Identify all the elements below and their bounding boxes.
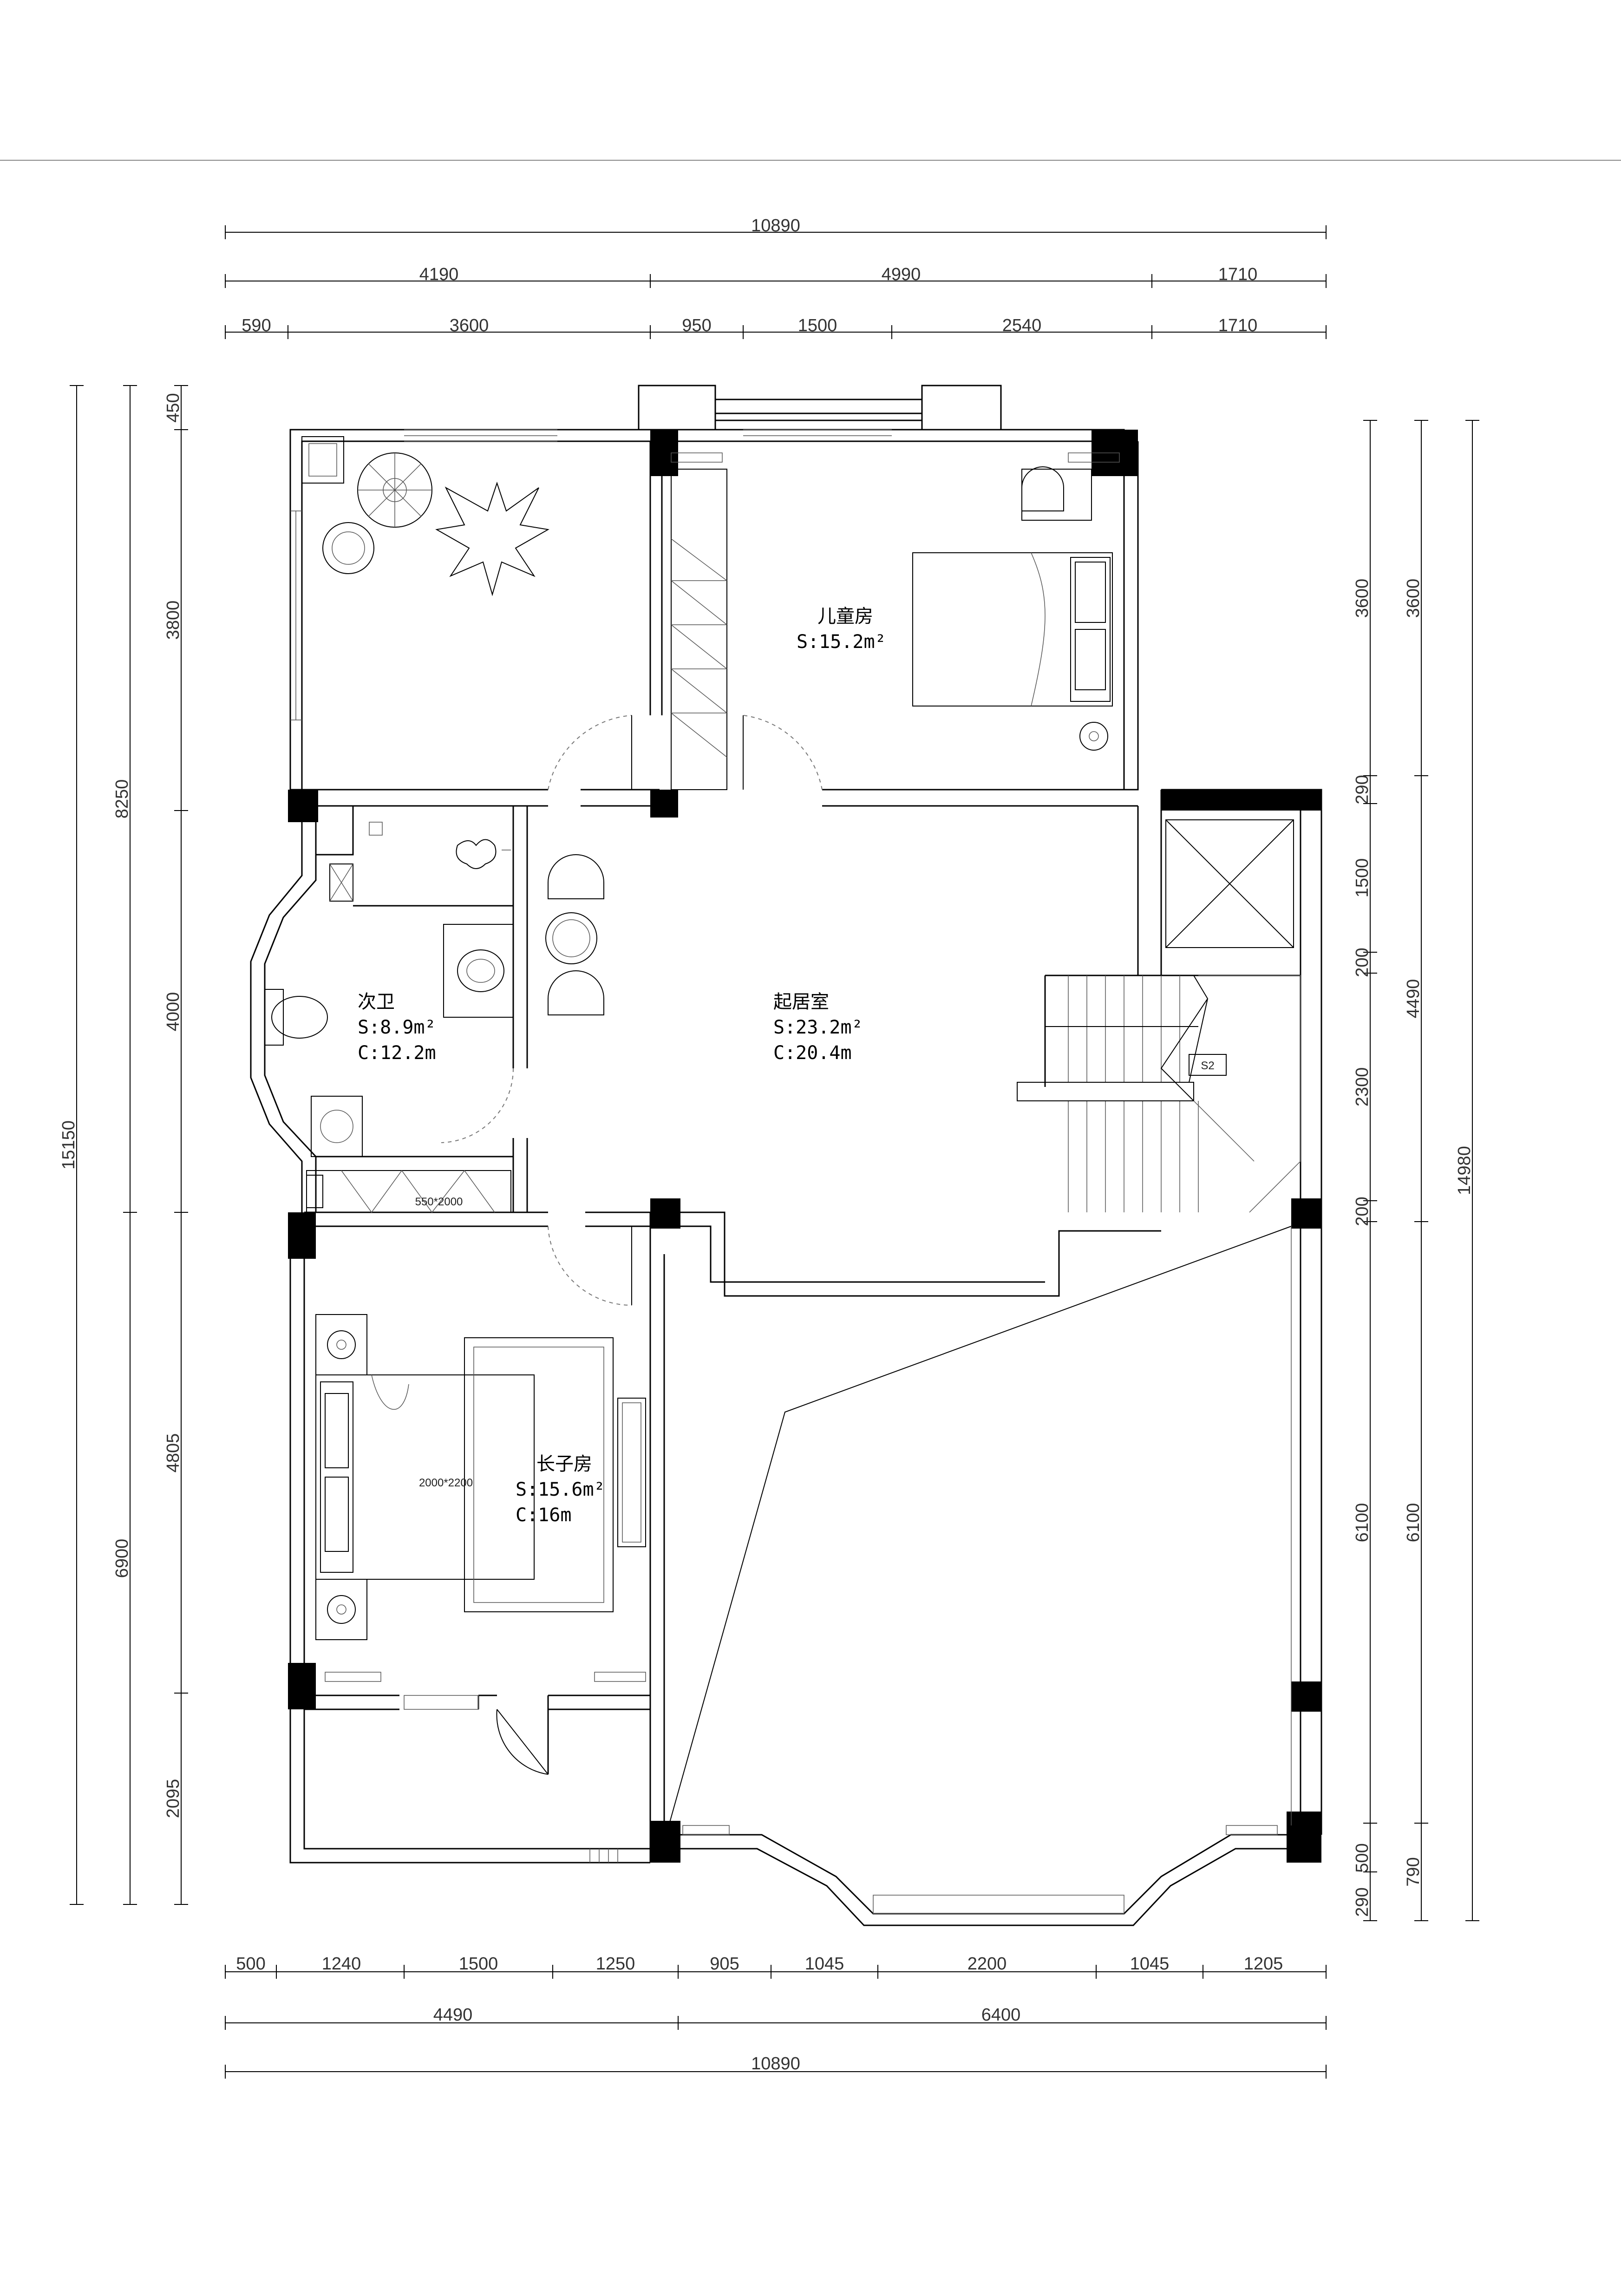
dim-top-detail-6: 1710 bbox=[1218, 316, 1258, 335]
dim-bottom-detail-7: 2200 bbox=[967, 1954, 1007, 1974]
armchair-icon-2 bbox=[548, 970, 604, 1015]
dim-right-detail-1: 3600 bbox=[1353, 579, 1372, 618]
bathroom-fixtures bbox=[264, 822, 514, 1213]
shower-icon bbox=[456, 839, 497, 869]
dim-bottom-detail-3: 1500 bbox=[459, 1954, 498, 1974]
dim-top-total: 10890 bbox=[751, 216, 800, 235]
eldest-room-perimeter: C:16m bbox=[516, 1505, 571, 1526]
dim-right-detail-6: 200 bbox=[1353, 1197, 1372, 1226]
dim-left-mid-1: 8250 bbox=[112, 779, 132, 819]
dim-right-detail-8: 500 bbox=[1353, 1843, 1372, 1872]
terrace-plants bbox=[301, 436, 549, 596]
floor-drain-icon bbox=[369, 822, 383, 836]
dim-left-total: 15150 bbox=[59, 1120, 78, 1170]
dim-bottom-detail-2: 1240 bbox=[322, 1954, 361, 1974]
dim-bottom-detail-6: 1045 bbox=[805, 1954, 844, 1974]
dim-right-detail-7: 6100 bbox=[1353, 1503, 1372, 1543]
left-dimensions bbox=[70, 385, 188, 1905]
dim-right-detail-5: 2300 bbox=[1353, 1067, 1372, 1107]
structural-columns bbox=[288, 430, 1321, 1863]
bath-room-area: S:8.9m² bbox=[358, 1017, 436, 1038]
child-room-area: S:15.2m² bbox=[797, 631, 886, 653]
armchair-icon bbox=[548, 854, 604, 899]
eldest-room-furniture bbox=[315, 1314, 646, 1640]
eldest-room-area: S:15.6m² bbox=[516, 1479, 605, 1500]
dim-right-detail-3: 1500 bbox=[1353, 858, 1372, 898]
bed-size-label: 2000*2200 bbox=[419, 1477, 473, 1489]
lamp-icon bbox=[1079, 722, 1108, 751]
shrub-icon bbox=[322, 522, 374, 574]
eldest-desk bbox=[617, 1398, 646, 1547]
top-dimensions bbox=[225, 225, 1327, 339]
dim-right-detail-9: 290 bbox=[1353, 1887, 1372, 1917]
bath-room-name: 次卫 bbox=[358, 991, 395, 1013]
stair-tag-box bbox=[1189, 1054, 1227, 1076]
dim-bottom-detail-4: 1250 bbox=[596, 1954, 635, 1974]
sink-icon bbox=[457, 949, 504, 992]
dim-right-detail-2: 290 bbox=[1353, 775, 1372, 804]
dim-top-detail-4: 1500 bbox=[798, 316, 837, 335]
dim-left-detail-5: 2095 bbox=[163, 1779, 183, 1818]
dim-right-detail-4: 200 bbox=[1353, 948, 1372, 977]
dim-bottom-mid-2: 6400 bbox=[981, 2005, 1021, 2025]
child-bed bbox=[912, 552, 1113, 706]
child-room-name: 儿童房 bbox=[817, 606, 873, 627]
bed-frame bbox=[464, 1337, 614, 1612]
washing-machine-icon bbox=[311, 1096, 363, 1157]
dim-right-mid-1: 3600 bbox=[1404, 579, 1423, 618]
dim-top-mid-1: 4190 bbox=[419, 265, 459, 284]
dim-left-detail-3: 4000 bbox=[163, 992, 183, 1032]
side-table-icon bbox=[545, 912, 597, 964]
dim-bottom-total: 10890 bbox=[751, 2054, 800, 2074]
interior-walls bbox=[302, 441, 1301, 1835]
balcony-steps bbox=[589, 1849, 618, 1863]
vanity-counter bbox=[443, 924, 514, 1018]
wardrobe-550 bbox=[306, 1170, 511, 1213]
windows bbox=[290, 429, 1124, 1914]
stair-tag-label: S2 bbox=[1201, 1060, 1214, 1072]
living-room-name: 起居室 bbox=[773, 991, 829, 1013]
dim-bottom-detail-8: 1045 bbox=[1130, 1954, 1170, 1974]
dim-top-detail-5: 2540 bbox=[1002, 316, 1042, 335]
living-room-furniture bbox=[545, 854, 604, 1015]
staircase bbox=[1017, 819, 1301, 1213]
bottom-dimensions bbox=[225, 1965, 1327, 2079]
dim-bottom-detail-1: 500 bbox=[236, 1954, 265, 1974]
dim-left-detail-1: 450 bbox=[163, 393, 183, 422]
living-room-perimeter: C:20.4m bbox=[773, 1042, 852, 1064]
stair-void bbox=[1165, 819, 1294, 948]
tree-icon bbox=[435, 481, 549, 596]
dim-right-mid-4: 790 bbox=[1404, 1857, 1423, 1886]
void-area bbox=[668, 1226, 1292, 1826]
dim-top-detail-1: 590 bbox=[242, 316, 271, 335]
dim-top-mid-3: 1710 bbox=[1218, 265, 1258, 284]
dim-left-detail-4: 4805 bbox=[163, 1433, 183, 1473]
living-room-area: S:23.2m² bbox=[773, 1017, 863, 1038]
dim-left-detail-2: 3800 bbox=[163, 601, 183, 640]
dim-top-mid-2: 4990 bbox=[882, 265, 921, 284]
dim-bottom-mid-1: 4490 bbox=[433, 2005, 473, 2025]
dim-right-total: 14980 bbox=[1455, 1146, 1474, 1195]
dim-top-detail-3: 950 bbox=[682, 316, 711, 335]
right-dimensions bbox=[1363, 420, 1479, 1921]
doors bbox=[441, 715, 823, 1775]
wardrobe-size-label: 550*2000 bbox=[415, 1196, 463, 1208]
dim-left-mid-2: 6900 bbox=[112, 1539, 132, 1578]
dim-top-detail-2: 3600 bbox=[450, 316, 489, 335]
dim-bottom-detail-5: 905 bbox=[710, 1954, 739, 1974]
child-room-furniture bbox=[670, 466, 1113, 790]
bath-room-perimeter: C:12.2m bbox=[358, 1042, 436, 1064]
toilet-icon bbox=[271, 996, 328, 1039]
dim-right-mid-2: 4490 bbox=[1404, 979, 1423, 1019]
dim-right-mid-3: 6100 bbox=[1404, 1503, 1423, 1543]
dim-bottom-detail-9: 1205 bbox=[1244, 1954, 1283, 1974]
radiators bbox=[325, 452, 1278, 1835]
eldest-room-name: 长子房 bbox=[536, 1453, 592, 1475]
